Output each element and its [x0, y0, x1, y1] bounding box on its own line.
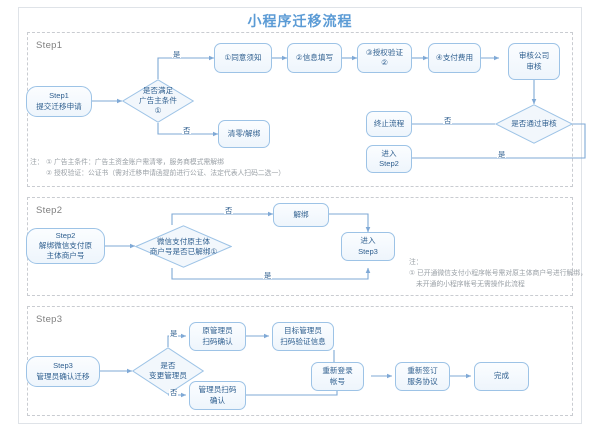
step1-note-1: ① 广告主条件：广告主资金账户需清零，服务商模式需解绑	[46, 159, 224, 166]
step1-reset-unbind-node: 清零/解绑	[218, 120, 270, 148]
step3-decision-change-admin-text: 是否 变更管理员	[149, 361, 187, 380]
step1-decision-review-text: 是否通过审核	[511, 119, 557, 129]
step2-enter-step3-node: 进入 Step3	[341, 232, 395, 261]
step2-unbind-text: 解绑	[293, 209, 309, 219]
step3-old-admin-node: 原管理员 扫码确认	[189, 322, 246, 351]
section-step1-divider	[27, 32, 573, 187]
step1-decision-review: 是否通过审核	[495, 104, 573, 144]
step3-yes-label: 是	[169, 329, 179, 338]
step1-node-4-text: ④支付费用	[435, 52, 474, 62]
step2-note-1: ① 已开通微信支付小程序帐号需对原主体商户号进行解绑，	[409, 270, 587, 277]
step1-yes-label: 是	[172, 50, 182, 59]
step1-enter-step2-node: 进入 Step2	[366, 145, 412, 173]
step3-relogin-text: 重新登录 帐号	[322, 366, 353, 386]
step3-resign-node: 重新签订 服务协议	[395, 362, 450, 391]
step1-decision-advertiser-text: 是否满足 广告主条件 ①	[139, 86, 177, 115]
step2-yes-label: 是	[263, 271, 273, 280]
step2-start-text: Step2 解绑微信支付原 主体商户号	[38, 230, 93, 260]
step2-decision-unbound-text: 微信支付原主体 商户号是否已解绑①	[149, 236, 218, 256]
step2-no-label: 否	[224, 206, 234, 215]
step1-label: Step1	[36, 40, 63, 51]
step3-no-label: 否	[169, 388, 179, 397]
section-step2-divider	[27, 197, 573, 296]
step1-node-3-text: ③授权验证 ②	[365, 47, 404, 67]
step3-decision-change-admin: 是否 变更管理员	[132, 347, 204, 395]
step1-node-5-text: 审核公司 审核	[518, 51, 550, 71]
step1-review-no-label: 否	[443, 116, 453, 125]
step1-start-node: Step1 提交迁移申请	[26, 86, 92, 117]
step1-review-yes-label: 是	[497, 150, 507, 159]
step1-decision-advertiser: 是否满足 广告主条件 ①	[122, 79, 194, 123]
step2-note-2: 未开通的小程序帐号无需操作此流程	[416, 281, 525, 288]
step2-unbind-node: 解绑	[273, 203, 329, 227]
step3-relogin-node: 重新登录 帐号	[311, 362, 364, 391]
step1-node-1-text: ①同意须知	[224, 52, 262, 62]
step3-label: Step3	[36, 314, 63, 325]
page-title: 小程序迁移流程	[247, 13, 353, 29]
step1-node-2-text: ②信息填写	[295, 52, 334, 62]
step3-admin-confirm-node: 管理员扫码 确认	[189, 381, 246, 410]
step3-start-node: Step3 管理员确认迁移	[26, 356, 100, 387]
step3-old-admin-text: 原管理员 扫码确认	[202, 326, 233, 346]
step3-admin-confirm-text: 管理员扫码 确认	[198, 385, 237, 405]
step2-start-node: Step2 解绑微信支付原 主体商户号	[26, 228, 105, 264]
step2-label: Step2	[36, 205, 63, 216]
step1-no-label: 否	[182, 126, 192, 135]
step3-target-admin-text: 目标管理员 扫码验证信息	[280, 326, 326, 346]
step1-enter-step2-text: 进入 Step2	[379, 148, 399, 168]
section-step3-divider	[27, 306, 573, 416]
step1-note-2: ② 授权验证：公证书（需对迁移申请函提前进行公证、法定代表人扫码二选一）	[46, 170, 286, 177]
step3-done-node: 完成	[474, 362, 529, 391]
step3-resign-text: 重新签订 服务协议	[407, 366, 438, 386]
step1-terminate-text: 终止流程	[373, 118, 405, 128]
step1-start-text: Step1 提交迁移申请	[36, 91, 82, 111]
step1-node-3: ③授权验证 ②	[357, 43, 412, 73]
step2-note-head: 注：	[409, 259, 423, 266]
step1-node-5-review-company: 审核公司 审核	[508, 43, 560, 80]
step1-node-4: ④支付费用	[428, 43, 481, 73]
step1-node-2: ②信息填写	[287, 43, 342, 73]
step2-decision-unbound: 微信支付原主体 商户号是否已解绑①	[135, 225, 232, 268]
step1-note-head: 注：	[30, 159, 44, 166]
step2-enter-step3-text: 进入 Step3	[358, 236, 378, 256]
step3-start-text: Step3 管理员确认迁移	[36, 361, 90, 381]
step1-reset-unbind-text: 清零/解绑	[227, 128, 261, 138]
step3-done-text: 完成	[493, 371, 510, 381]
step3-target-admin-node: 目标管理员 扫码验证信息	[272, 322, 334, 351]
step1-node-1: ①同意须知	[214, 43, 272, 73]
step1-terminate-node: 终止流程	[366, 111, 412, 137]
